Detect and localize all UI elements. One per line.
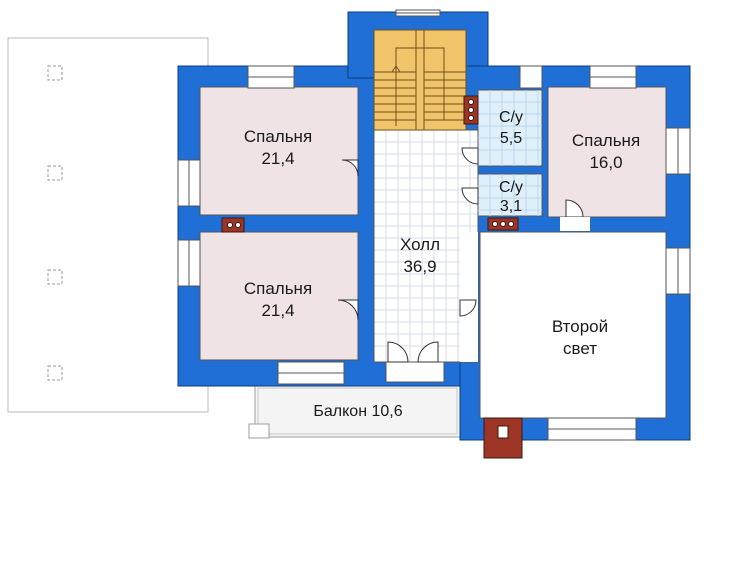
door-swing-icon <box>337 147 590 363</box>
bedroom-bottom-left <box>199 231 359 361</box>
bedroom-top-left-name: Спальня <box>244 127 312 146</box>
bath-lower-area: 3,1 <box>500 198 522 215</box>
bath-lower <box>477 173 543 217</box>
roof-outline <box>7 37 209 413</box>
hall-area: 36,9 <box>403 257 436 276</box>
hall-name: Холл <box>400 235 440 254</box>
bedroom-right-area: 16,0 <box>589 153 622 172</box>
stairs-icon <box>373 29 467 131</box>
bedroom-bottom-left-name: Спальня <box>244 279 312 298</box>
window-icon <box>177 9 691 441</box>
bedroom-top-left-area: 21,4 <box>261 149 294 168</box>
bath-upper <box>477 89 543 167</box>
bedroom-right <box>547 86 667 218</box>
column-marker-icon <box>47 65 63 381</box>
bedroom-top-left <box>199 86 359 216</box>
hall <box>373 129 479 363</box>
second-light <box>479 231 667 419</box>
second-light-line1: Второй <box>552 317 608 336</box>
bath-upper-area: 5,5 <box>500 130 522 147</box>
chimney-icon <box>221 95 523 459</box>
second-light-line2: свет <box>563 339 597 358</box>
bedroom-bottom-left-area: 21,4 <box>261 301 294 320</box>
bath-lower-name: С/у <box>499 179 523 196</box>
balcony-label: Балкон 10,6 <box>313 403 402 420</box>
bedroom-right-name: Спальня <box>572 131 640 150</box>
bath-upper-name: С/у <box>499 109 523 126</box>
